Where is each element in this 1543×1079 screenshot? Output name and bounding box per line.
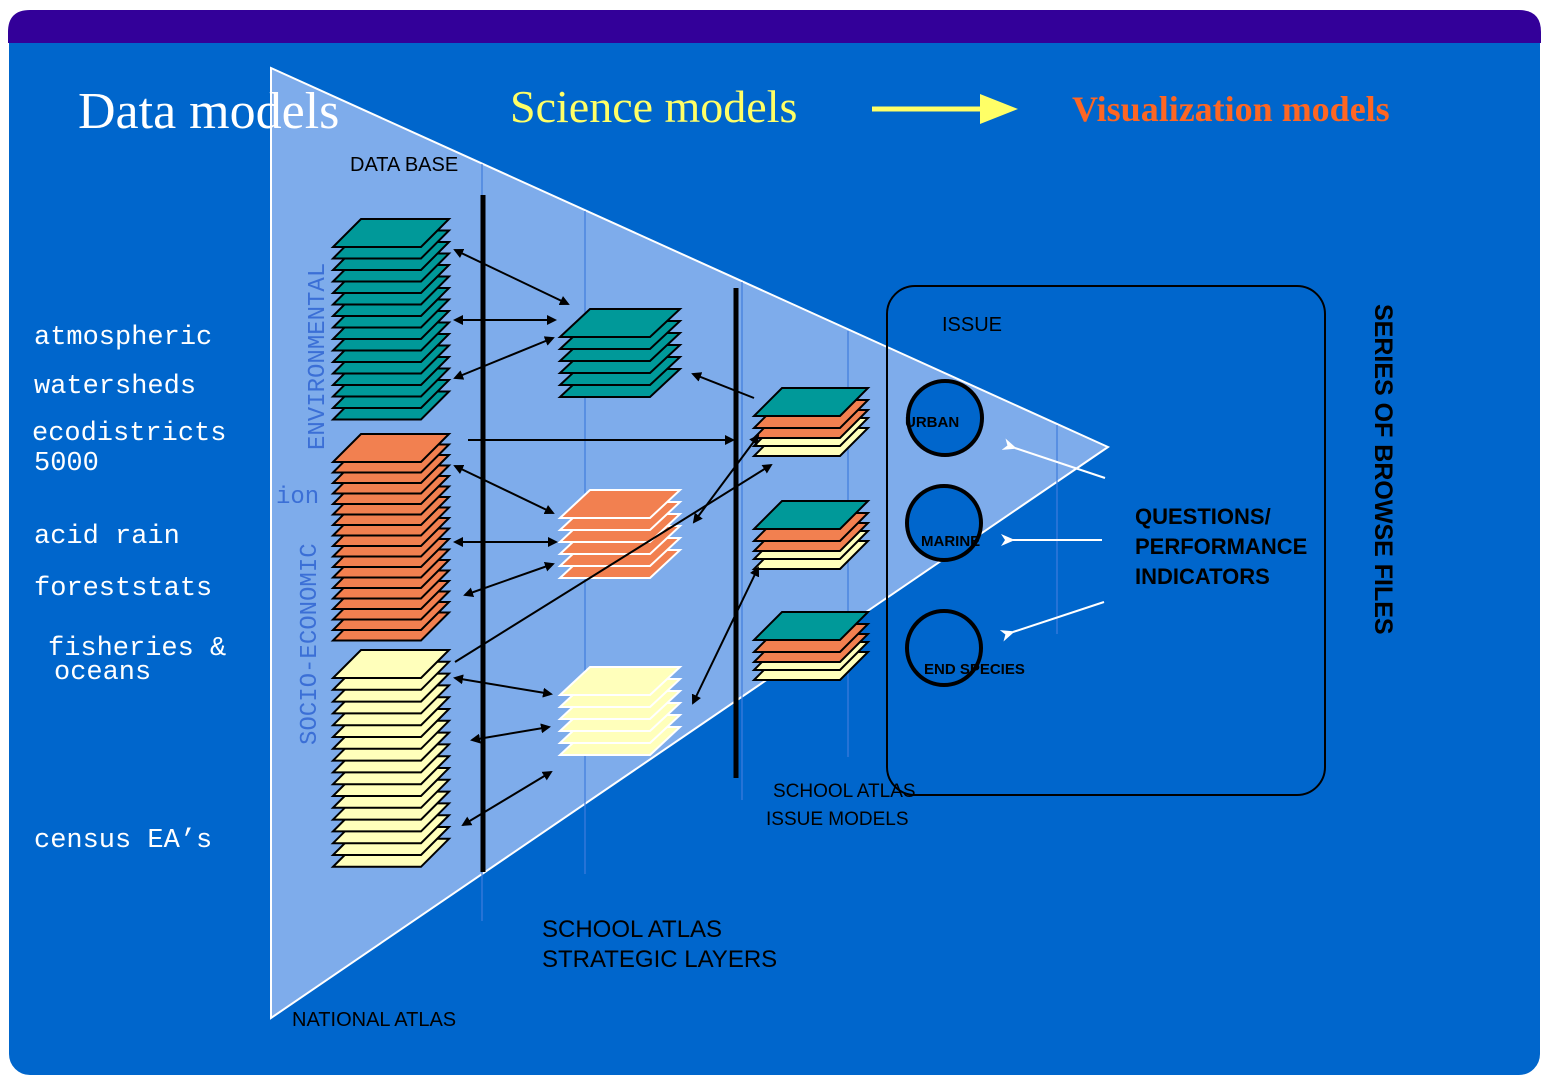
end-species-circle	[905, 609, 983, 687]
connection-arrow	[692, 434, 760, 524]
vertical-label-socio-economic: SOCIO-ECONOMIC	[297, 543, 324, 745]
label-issue-models-line1: SCHOOL ATLAS	[773, 781, 916, 802]
connection-arrow	[691, 566, 760, 705]
yellow-arrow	[872, 94, 1018, 124]
issue-label-end-species: END SPECIES	[924, 661, 1025, 678]
connection-arrow	[461, 770, 553, 827]
source-atmospheric: atmospheric	[34, 323, 212, 353]
source-oceans: oceans	[54, 658, 151, 688]
issue-box	[886, 285, 1326, 796]
connection-arrow	[453, 336, 555, 380]
connection-arrow	[453, 248, 570, 306]
source-ecodistricts: ecodistricts	[32, 419, 226, 449]
source-watersheds: watersheds	[34, 372, 196, 402]
data-source-list: atmospheric watersheds ecodistricts 5000…	[32, 323, 226, 856]
issue-model-stack-2-layer	[751, 611, 871, 641]
top-bar	[8, 10, 1541, 43]
connection-arrow	[453, 464, 555, 515]
census-database-stack-layer	[330, 649, 452, 679]
question-arrows	[999, 438, 1106, 642]
source-census: census EA’s	[34, 826, 212, 856]
env-database-stack-layer	[330, 218, 452, 248]
issue-circles	[905, 379, 984, 687]
vertical-label-environmental: ENVIRONMENTAL	[305, 263, 332, 450]
title-visualization-models: Visualization models	[1072, 89, 1390, 129]
connection-arrows	[453, 248, 773, 827]
census-strategic-stack-layer	[557, 666, 683, 696]
issue-model-stack-1-layer	[751, 500, 871, 530]
urban-circle	[906, 379, 984, 457]
socio-strategic-stack-layer	[557, 489, 683, 519]
label-issue: ISSUE	[942, 314, 1002, 336]
connection-arrow	[691, 372, 755, 399]
connection-arrow	[453, 674, 553, 698]
label-strategic-line2: STRATEGIC LAYERS	[542, 946, 777, 973]
issue-label-urban: URBAN	[905, 414, 959, 431]
source-fisheries: fisheries &	[48, 634, 226, 664]
issue-label-marine: MARINE	[921, 533, 980, 550]
vertical-label-fragment: ion	[276, 484, 319, 511]
layer-stacks	[330, 218, 871, 868]
title-data-models: Data models	[78, 83, 339, 140]
label-questions-line1: QUESTIONS/	[1135, 504, 1271, 529]
issue-model-stack-0-layer	[751, 387, 871, 417]
connection-arrow	[463, 561, 555, 598]
label-questions-line2: PERFORMANCE	[1135, 534, 1307, 559]
label-browse-files: SERIES OF BROWSE FILES	[1369, 304, 1397, 635]
label-issue-models-line2: ISSUE MODELS	[766, 809, 909, 830]
source-acid-rain: acid rain	[34, 522, 180, 552]
marine-circle	[905, 484, 983, 562]
label-strategic-line1: SCHOOL ATLAS	[542, 916, 722, 943]
source-5000: 5000	[34, 449, 99, 479]
title-science-models: Science models	[510, 81, 797, 132]
connection-arrow	[470, 723, 551, 744]
env-strategic-stack-layer	[557, 308, 683, 338]
source-foreststats: foreststats	[34, 574, 212, 604]
socio-database-stack-layer	[330, 433, 452, 463]
label-questions-line3: INDICATORS	[1135, 564, 1270, 589]
label-data-base: DATA BASE	[350, 154, 458, 176]
label-national-atlas: NATIONAL ATLAS	[292, 1009, 456, 1031]
